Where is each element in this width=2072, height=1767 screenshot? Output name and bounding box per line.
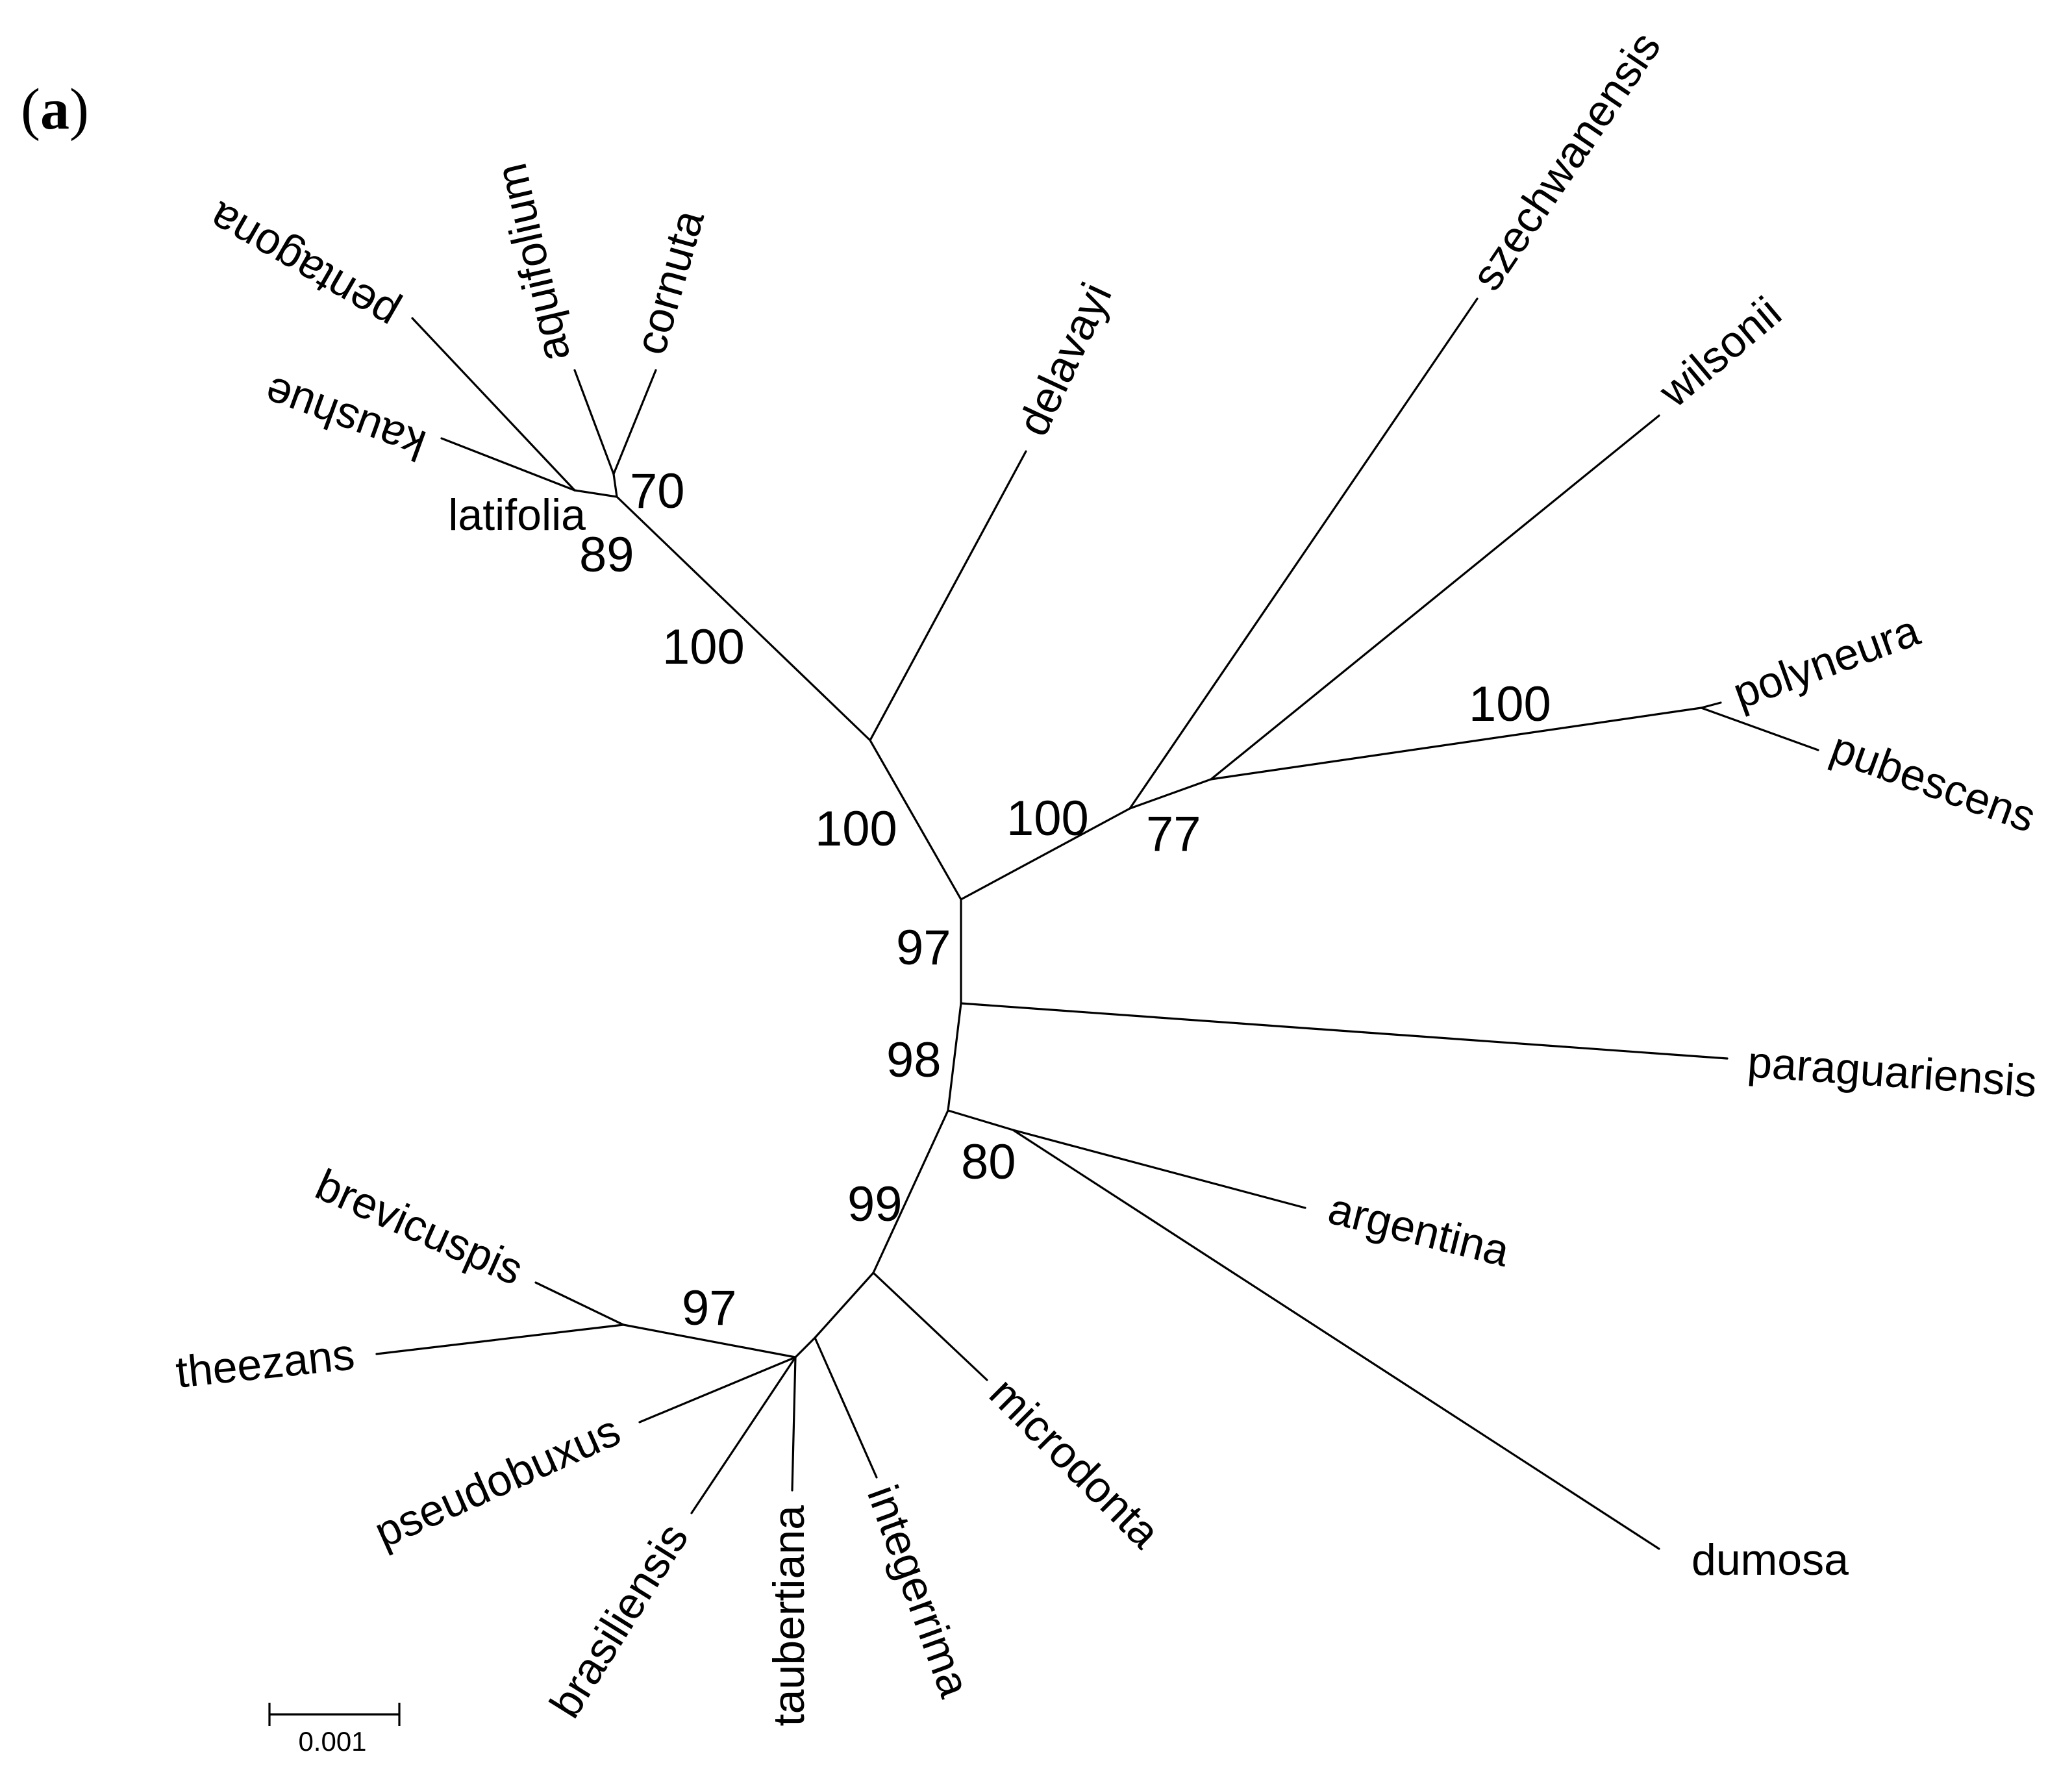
support-value: 100 xyxy=(1469,677,1551,732)
taxon-label: delavayi xyxy=(1008,275,1121,443)
taxon-label: argentina xyxy=(1323,1184,1514,1276)
support-value: 99 xyxy=(847,1177,903,1232)
support-value: 80 xyxy=(961,1134,1016,1190)
branch-argentina xyxy=(1012,1129,1306,1209)
taxon-label: integerrima xyxy=(858,1479,980,1703)
taxon-label: brasiliensis xyxy=(540,1515,698,1727)
branch-brevicuspis xyxy=(534,1281,625,1326)
tree-branches xyxy=(375,297,1819,1550)
branch-brevicuspis-theezans-stem xyxy=(622,1323,797,1359)
branch-microdonta xyxy=(872,1272,988,1381)
branch-kaushue xyxy=(440,437,576,492)
branch-polyneura xyxy=(1700,701,1722,709)
branch-pubescens xyxy=(1700,707,1819,751)
taxon-labels: pentagona aquifolium cornuta kaushue lat… xyxy=(173,23,2042,1727)
branch-right-stem xyxy=(960,807,1131,901)
support-value: 77 xyxy=(1146,807,1201,862)
branch-taubertiana xyxy=(791,1356,797,1492)
support-value: 100 xyxy=(1006,791,1089,846)
branch-brasiliensis xyxy=(690,1356,797,1514)
taxon-label: dumosa xyxy=(1691,1535,1849,1585)
branch-aquifolium xyxy=(573,369,615,475)
branch-latifolia-node xyxy=(573,489,618,498)
taxon-label: szechwanensis xyxy=(1462,23,1670,299)
support-value: 97 xyxy=(896,920,951,975)
taxon-label: aquifolium xyxy=(486,159,580,366)
scale-bar: 0.001 xyxy=(268,1703,401,1757)
taxon-label: cornuta xyxy=(625,205,714,360)
branch-integerrima xyxy=(814,1336,878,1479)
branch-delavayi xyxy=(869,450,1027,742)
support-value: 100 xyxy=(662,620,745,675)
branch-argentina-dumosa-stem xyxy=(947,1109,1014,1131)
taxon-label: brevicuspis xyxy=(308,1160,530,1295)
taxon-label: microdonta xyxy=(980,1368,1169,1558)
support-value: 97 xyxy=(682,1281,737,1336)
taxon-label: kaushue xyxy=(258,367,432,470)
scale-bar-label: 0.001 xyxy=(298,1726,366,1757)
support-values: 70 89 100 100 100 77 100 97 98 80 99 97 xyxy=(579,464,1551,1336)
branch-paraguariensis xyxy=(960,1002,1729,1060)
taxon-label: pubescens xyxy=(1825,723,2042,842)
branch-polyneura-stem xyxy=(1210,707,1703,781)
branch-theezans xyxy=(375,1323,625,1355)
taxon-label: paraguariensis xyxy=(1746,1037,2038,1107)
panel-label: (a) xyxy=(21,77,89,142)
branch-backbone xyxy=(616,495,962,1359)
taxon-label: latifolia xyxy=(448,490,586,540)
taxon-label: wilsonii xyxy=(1649,287,1791,417)
branch-aquifolium-cornuta-stem xyxy=(612,473,618,498)
branch-pseudobuxus xyxy=(638,1356,797,1423)
taxon-label: theezans xyxy=(173,1329,356,1397)
support-value: 100 xyxy=(815,801,897,857)
taxon-label: pseudobuxus xyxy=(368,1405,627,1557)
branch-szechwanensis xyxy=(1129,297,1479,810)
taxon-label: pentagona xyxy=(201,192,406,340)
support-value: 98 xyxy=(886,1033,942,1088)
support-value: 70 xyxy=(630,464,685,519)
taxon-label: taubertiana xyxy=(764,1505,814,1726)
taxon-label: polyneura xyxy=(1727,605,1926,718)
support-value: 89 xyxy=(579,527,634,583)
branch-pentagona xyxy=(411,317,576,492)
branch-right-inner xyxy=(1129,778,1212,810)
branch-cornuta xyxy=(612,369,657,475)
branch-wilsonii xyxy=(1210,414,1660,781)
branch-dumosa xyxy=(1012,1129,1660,1550)
